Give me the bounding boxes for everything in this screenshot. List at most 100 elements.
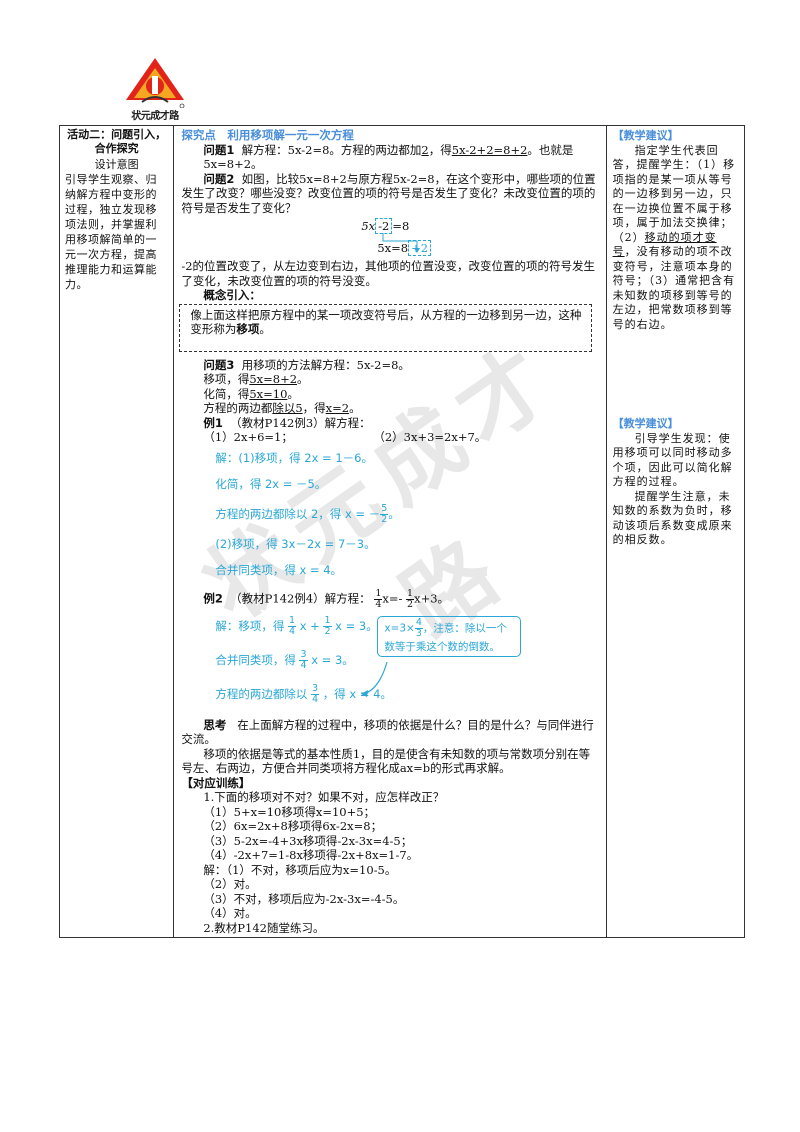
concept-title: 概念引入：	[203, 288, 261, 302]
q2-answer: -2的位置改变了，从左边变到右边，其他项的位置没变，改变位置的项的符号发生了变化…	[181, 259, 596, 288]
tip-2-head: 【教学建议】	[612, 417, 679, 430]
ex2-sol-l2-pre: 合并同类项，得	[215, 652, 296, 667]
note-pre: x=3×	[384, 622, 415, 634]
q3-s1-post: 。	[297, 372, 309, 386]
eq-bottom-a: 5x=8	[377, 241, 409, 255]
ex1-sol-line-1: 解：(1)移项，得 2x = 1－6。	[215, 450, 373, 465]
tip-1-underlined: 移动的项才变号	[612, 230, 717, 259]
q3-s3-pre: 方程的两边都	[203, 401, 273, 415]
q2-label: 问题2	[203, 171, 235, 186]
q3-step-1: 移项，得5x=8+2。	[181, 372, 599, 387]
ex2-sol-l1-mid: x +	[299, 618, 320, 633]
q2-text: 如图，比较5x=8+2与原方程5x-2=8，在这个变形中，哪些项的位置发生了改变…	[181, 171, 596, 215]
note-frac-num: 4	[414, 616, 423, 629]
q3-s3-mid: ，得	[302, 401, 326, 415]
ex2-eq-post: x+3。	[414, 591, 450, 605]
ex1-sol-line-5: 合并同类项，得 x = 4。	[215, 562, 343, 577]
tip-2-p1: 引导学生发现：使用移项可以同时移动多个项，因此可以简化解方程的过程。	[612, 431, 733, 489]
ex1-frac-den: 2	[381, 513, 388, 525]
training-answer-2: （2）对。	[203, 877, 257, 891]
training-answer-3: （3）不对，移项后应为-2x-3x=-4-5。	[203, 891, 405, 906]
question-1: 问题1 解方程：5x-2=8。方程的两边都加2，得5x-2+2=8+2。也就是5…	[181, 143, 599, 172]
ex2-sol-frac1-num: 1	[287, 614, 297, 627]
ex2-frac1-num: 1	[374, 587, 383, 600]
q1-result: 5x-2+2=8+2	[451, 142, 528, 157]
q1-post: 。也就是5x=8+2。	[203, 142, 574, 172]
right-column: 【教学建议】 指定学生代表回答，提醒学生：（1）移项指的是某一项从等号的一边移到…	[605, 125, 746, 938]
q1-add: 2	[421, 142, 429, 157]
ex1-label: 例1	[203, 415, 223, 430]
q3-s2-pre: 化简，得	[203, 386, 250, 401]
q3-step-3: 方程的两边都除以5，得x=2。	[181, 401, 599, 416]
ex1-frac-num: 5	[380, 502, 389, 515]
concept-box: 像上面这样把原方程中的某一项改变符号后，从方程的一边移到另一边，这种变形称为移项…	[179, 303, 593, 352]
concept-text: 像上面这样把原方程中的某一项改变符号后，从方程的一边移到另一边，这种变形称为	[190, 307, 582, 337]
note-post: ，注意：除以一个数等于乘这个数的倒数。	[384, 622, 507, 653]
ex2-text: （教材P142例4）解方程：	[230, 591, 371, 605]
logo-text: 状元成才路	[131, 111, 179, 122]
left-column: 活动二：问题引入，合作探究 设计意图 引导学生观察、归纳解方程中变形的过程，独立…	[58, 125, 175, 938]
move-arrow-icon	[382, 233, 421, 253]
ex2-sol-l3-post: ，得 x = 4。	[322, 686, 392, 701]
note-arrow-icon	[361, 661, 388, 697]
tip-1-pre: 指定学生代表回答，提醒学生：（1）移项指的是某一项从等号的一边移到另一边，只在一…	[612, 143, 736, 244]
q3-s3-val2: x=2	[325, 401, 350, 415]
tip-2-p2: 提醒学生注意，未知数的系数为负时，移动该项后系数变成原来的相反数。	[612, 489, 733, 547]
ex1-sol-line-2: 化简，得 2x = －5。	[215, 476, 327, 491]
ex2-sol-l3-pre: 方程的两边都除以	[215, 686, 308, 701]
ex1-sol-line-4: (2)移项，得 3x－2x = 7－3。	[215, 536, 376, 551]
training-item-4: （4）-2x+7=1-8x移项得-2x+8x=1-7。	[203, 848, 419, 862]
q3-label: 问题3	[203, 357, 235, 372]
ex2-sol-frac2-num: 1	[323, 614, 332, 627]
training-item-3: （3）5-2x=-4+3x移项得-2x-3x=4-5；	[203, 833, 413, 848]
think-text: 在上面解方程的过程中，移项的依据是什么？目的是什么？与同伴进行交流。	[181, 717, 594, 747]
ex2-sol-frac2-den: 2	[324, 625, 331, 637]
ex1-text: （教材P142例3）解方程：	[230, 415, 371, 430]
q1-label: 问题1	[203, 142, 235, 157]
ex1-part-2: （2）3x+3=2x+7。	[373, 430, 487, 444]
ex1-sol-l3-pre: 方程的两边都除以 2，得 x = －	[215, 506, 381, 521]
q3-s3-post: 。	[349, 401, 361, 415]
ex1-part-1: （1）2x+6=1；	[203, 430, 293, 444]
tip-1-post: ，没有移动的项不改变符号，注意项本身的符号；（3）通常把含有未知数的项移到等号的…	[612, 245, 736, 331]
eq-bottom-boxed: +2	[408, 240, 432, 256]
training-answer-1: 解：（1）不对，移项后应为x=10-5。	[203, 862, 397, 877]
ex2-label: 例2	[203, 591, 223, 605]
activity-title: 活动二：问题引入，合作探究	[67, 128, 167, 155]
logo-emblem-icon	[126, 58, 185, 108]
q3-s2-post: 。	[287, 386, 299, 401]
lesson-table: 活动二：问题引入，合作探究 设计意图 引导学生观察、归纳解方程中变形的过程，独立…	[58, 125, 746, 938]
ex2-frac1-den: 4	[375, 598, 382, 610]
q1-mid: ，得	[428, 142, 452, 157]
example-1: 例1 （教材P142例3）解方程：	[181, 416, 599, 431]
training-head: 【对应训练】	[181, 775, 251, 790]
section-head: 探究点 利用移项解一元一次方程	[181, 128, 354, 142]
training-question-2: 2.教材P142随堂练习。	[203, 920, 325, 935]
ex1-sol-l3-post: 。	[388, 506, 400, 521]
design-label: 设计意图	[94, 158, 139, 171]
ex2-frac2-den: 2	[407, 598, 414, 610]
ex2-sol-frac4-den: 4	[311, 693, 319, 705]
ex2-sol-l1-post: x = 3。	[335, 618, 378, 633]
q3-s2-val: 5x=10	[249, 386, 288, 401]
training-item-1: （1）5+x=10移项得x=10+5；	[203, 804, 376, 819]
concept-term: 移项	[236, 322, 260, 336]
design-text: 引导学生观察、归纳解方程中变形的过程，独立发现移项法则，并掌握利用移项解简单的一…	[65, 173, 157, 291]
tip-1-head: 【教学建议】	[612, 129, 679, 142]
training-question-1: 1.下面的移项对不对？如果不对，应怎样改正？	[203, 790, 445, 804]
ex2-sol-l1-pre: 解：移项，得	[215, 618, 285, 633]
note-frac-den: 3	[415, 627, 422, 639]
q3-s1-val: 5x=8+2	[249, 372, 298, 386]
q3-s1-pre: 移项，得	[203, 372, 250, 386]
ex2-sol-frac3-den: 4	[300, 659, 307, 671]
ex2-frac2-num: 1	[406, 587, 415, 600]
think-label: 思考	[203, 717, 227, 732]
q3-text: 用移项的方法解方程：5x-2=8。	[241, 357, 410, 372]
training-item-2: （2）6x=2x+8移项得6x-2x=8；	[203, 819, 383, 833]
concept-text-post: 。	[259, 322, 271, 336]
